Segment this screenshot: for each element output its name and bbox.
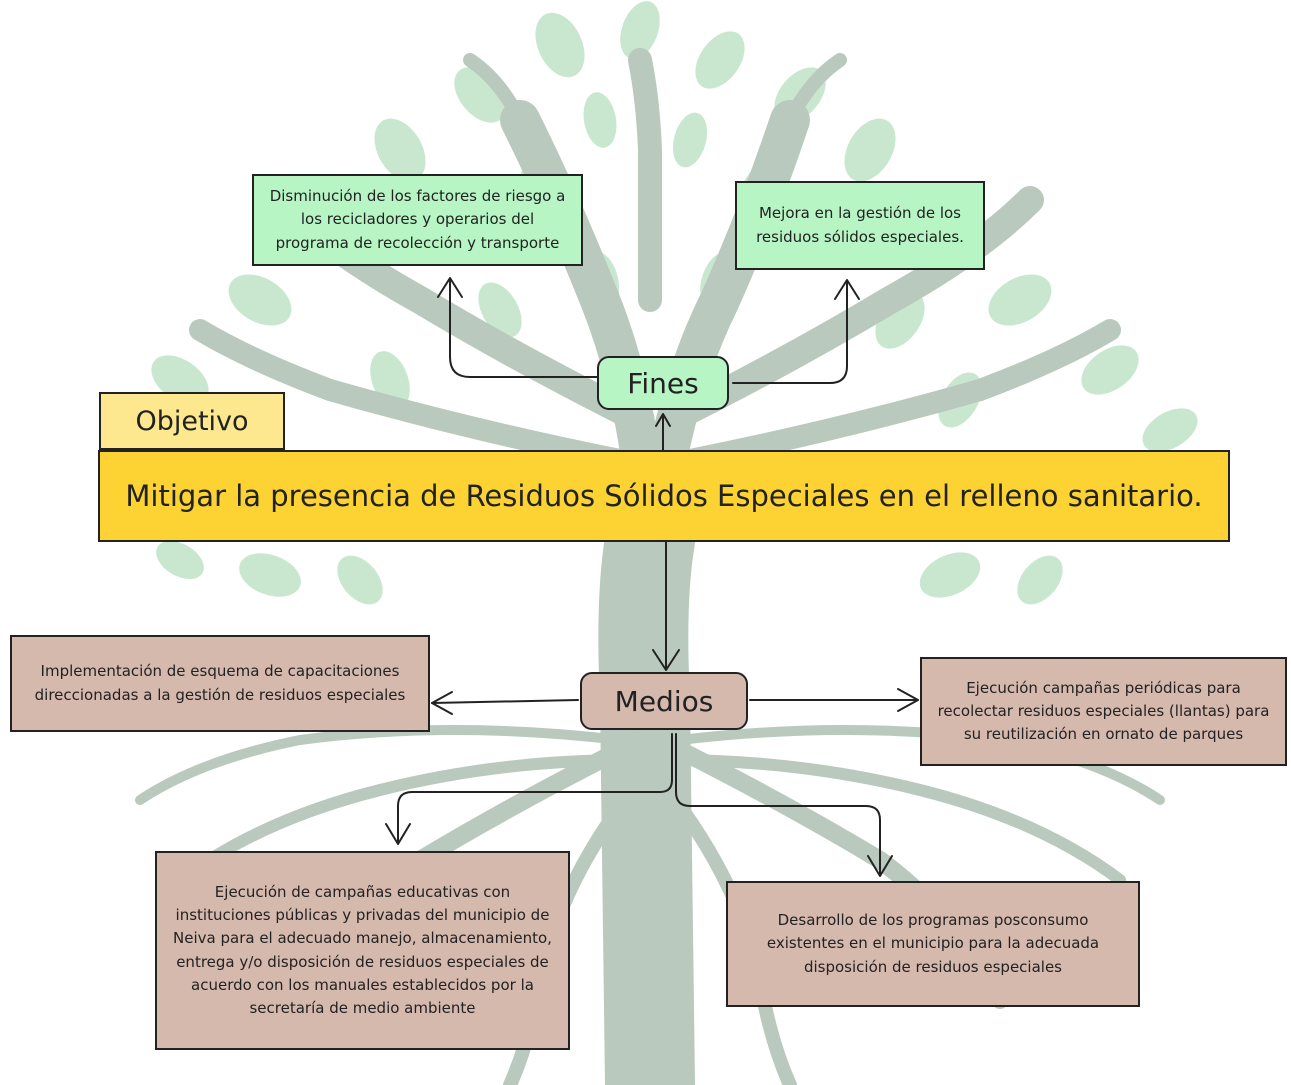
fines-node: Fines [597,356,729,410]
medio-text-posconsumo: Desarrollo de los programas posconsumo e… [766,911,1100,976]
medio-box-posconsumo: Desarrollo de los programas posconsumo e… [726,881,1140,1007]
medios-label: Medios [614,684,714,718]
medio-box-campanas-periodicas: Ejecución campañas periódicas para recol… [920,657,1287,766]
fin-text-gestion: Mejora en la gestión de los residuos sól… [756,204,964,246]
medios-node: Medios [580,672,748,730]
objective-box: Mitigar la presencia de Residuos Sólidos… [98,450,1230,542]
fin-text-riesgo: Disminución de los factores de riesgo a … [269,187,566,252]
medio-box-campanas-educativas: Ejecución de campañas educativas con ins… [155,851,570,1050]
fin-box-gestion: Mejora en la gestión de los residuos sól… [735,181,985,270]
objetivo-tag: Objetivo [99,392,285,450]
medio-text-capacitaciones: Implementación de esquema de capacitacio… [34,662,406,704]
objetivo-label: Objetivo [135,405,249,437]
tree-leaves [151,1,1198,605]
fines-label: Fines [627,366,699,400]
fin-box-riesgo: Disminución de los factores de riesgo a … [252,174,583,266]
medio-text-campanas-periodicas: Ejecución campañas periódicas para recol… [937,678,1270,744]
medio-text-campanas-educativas: Ejecución de campañas educativas con ins… [173,882,552,1017]
medio-box-capacitaciones: Implementación de esquema de capacitacio… [10,635,430,732]
objective-text: Mitigar la presencia de Residuos Sólidos… [125,479,1203,513]
